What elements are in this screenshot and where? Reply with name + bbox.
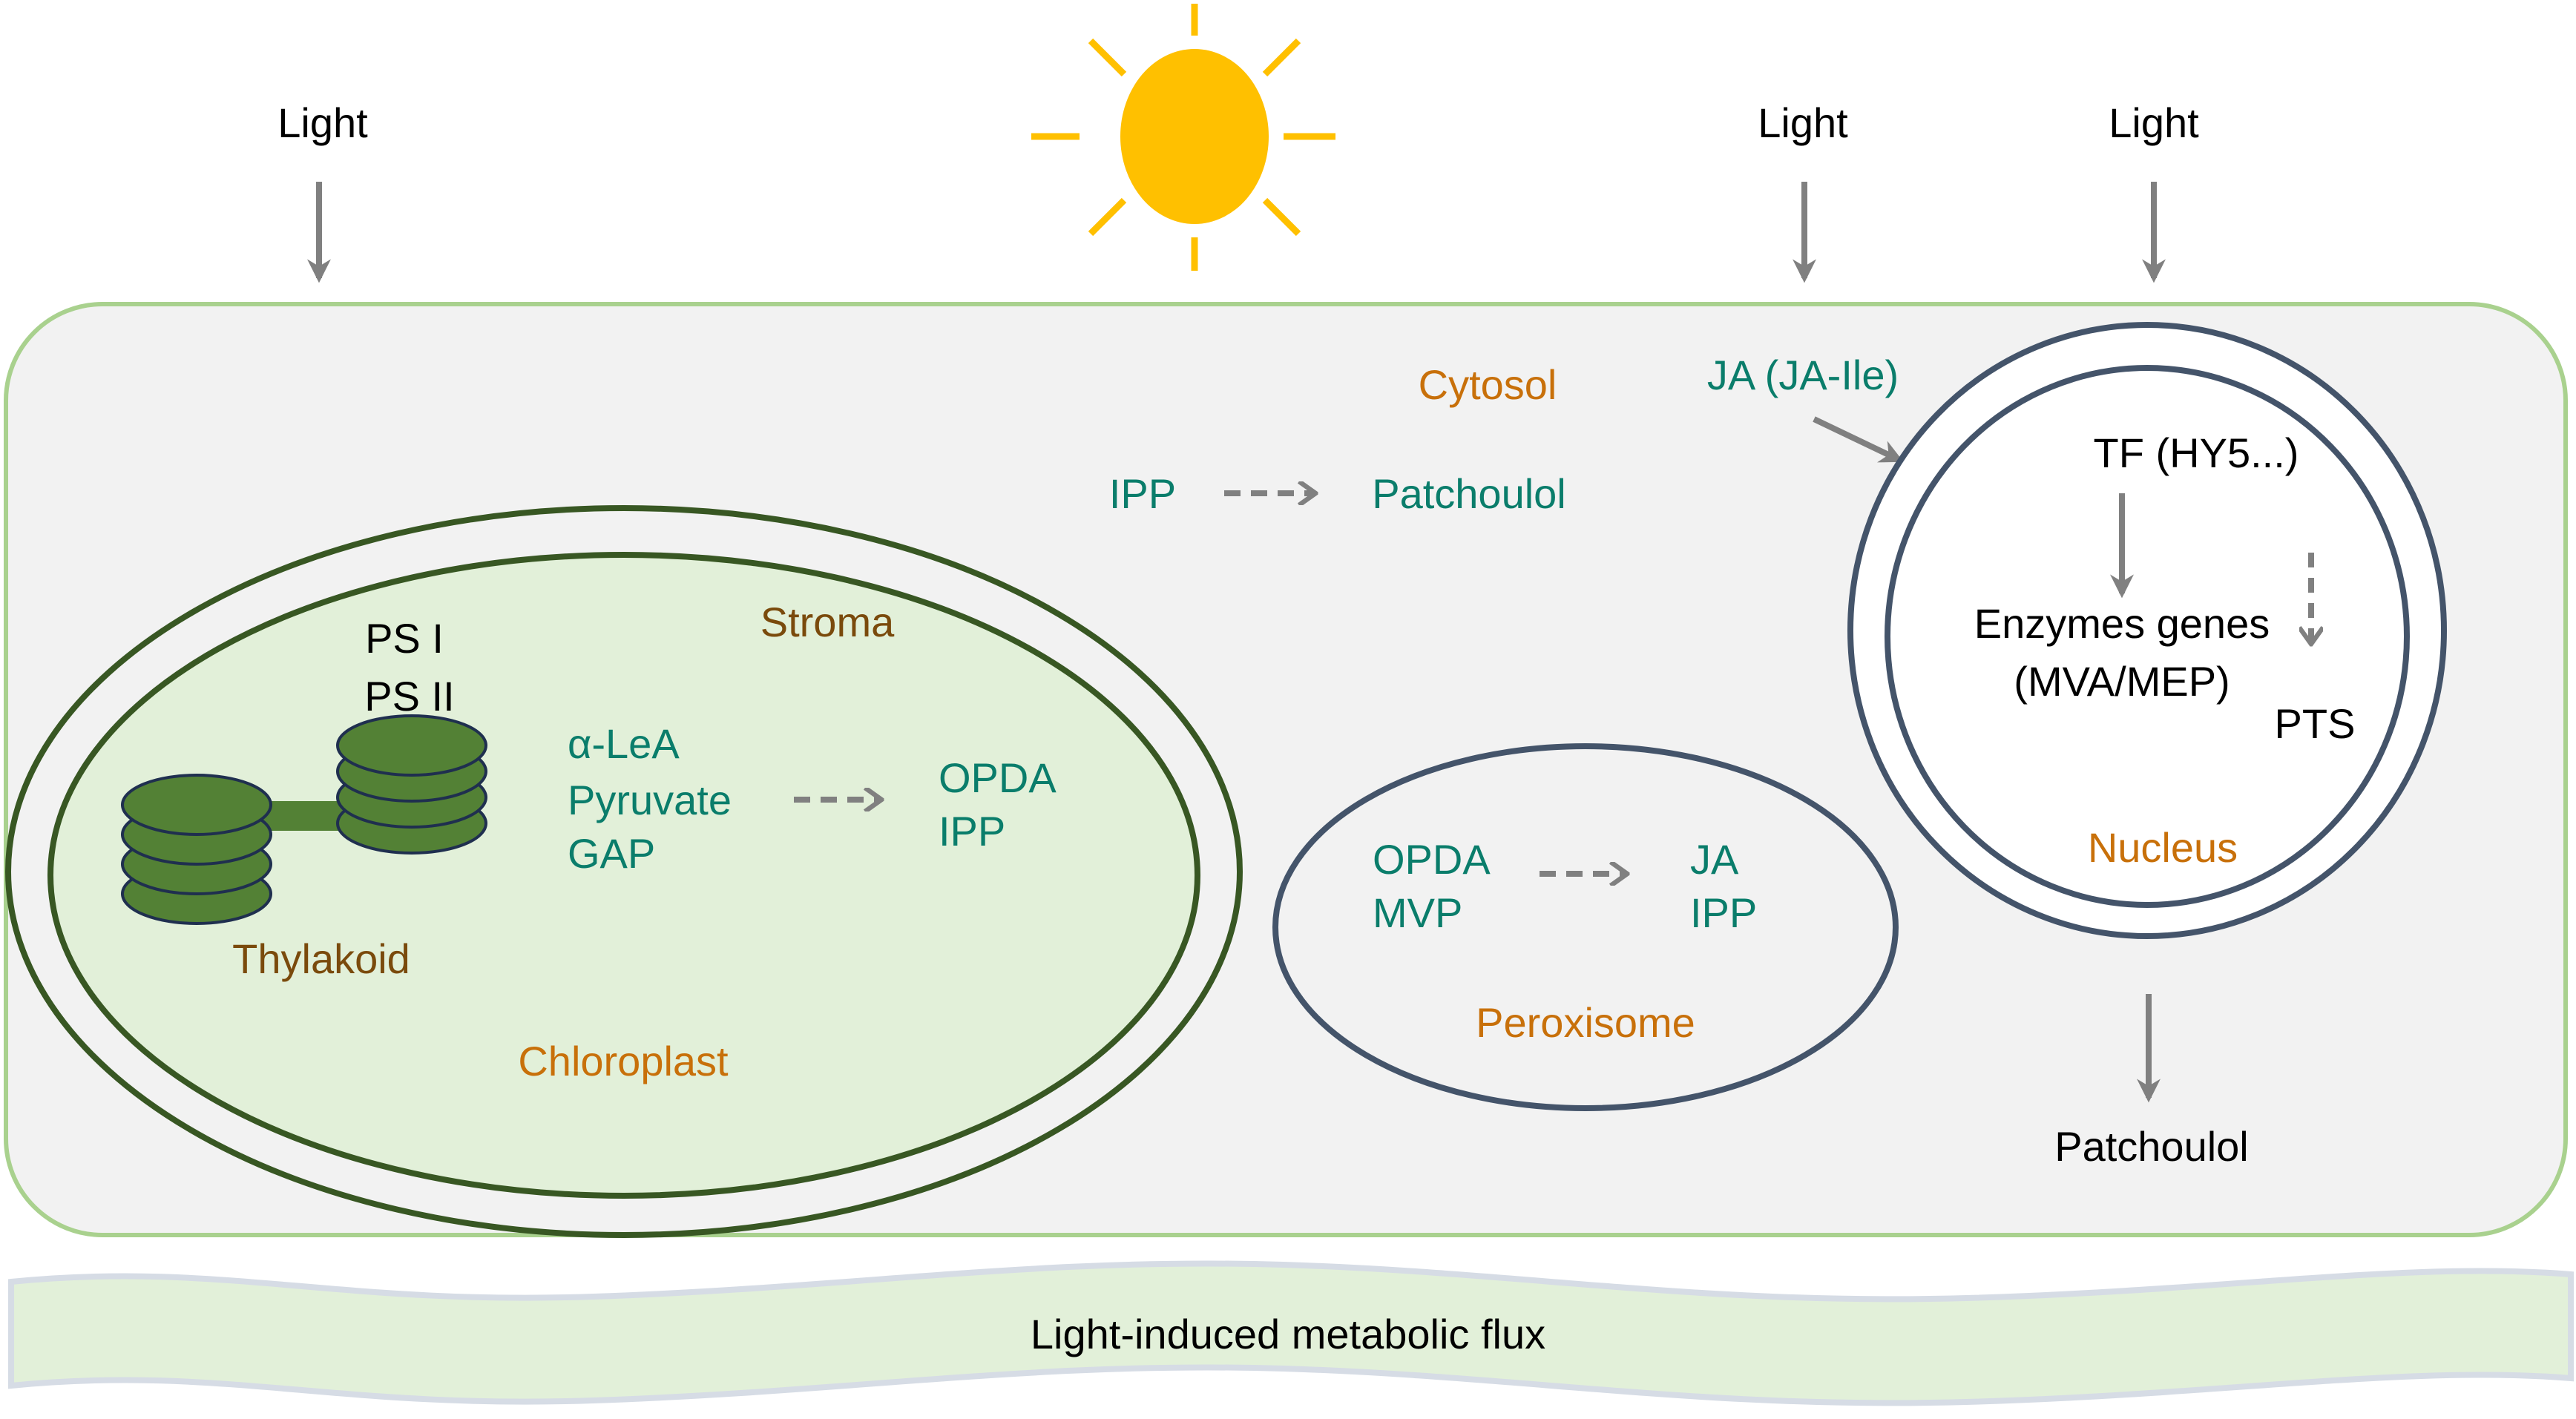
output-patchoulol: Patchoulol: [2054, 1123, 2249, 1170]
metabolic-flux-banner: [8, 1260, 2574, 1406]
nucleus: [1847, 322, 2447, 939]
banner-label: Light-induced metabolic flux: [1031, 1311, 1545, 1357]
ja-to-nucleus-arrow: [1813, 416, 1904, 463]
light-label-right: Light: [2109, 99, 2199, 146]
ps1-label: PS I: [365, 615, 444, 662]
light-label-left: Light: [277, 99, 368, 146]
thylakoid-label: Thylakoid: [232, 935, 410, 982]
ja-signal-label: JA (JA-Ile): [1707, 352, 1899, 398]
pts-label: PTS: [2275, 700, 2356, 747]
mva-mep-label: (MVA/MEP): [2014, 658, 2230, 705]
peroxisome-opda: OPDA: [1373, 836, 1491, 883]
substrate-pyruvate: Pyruvate: [568, 777, 732, 823]
nucleus-label: Nucleus: [2088, 824, 2238, 871]
chloroplast: [5, 505, 1243, 1238]
peroxisome-mvp: MVP: [1373, 889, 1462, 936]
peroxisome-label: Peroxisome: [1476, 999, 1695, 1046]
cytosol-ipp: IPP: [1109, 470, 1176, 517]
product-ipp: IPP: [939, 808, 1005, 855]
tf-label: TF (HY5...): [2094, 429, 2299, 476]
thylakoid-icon: [121, 714, 487, 925]
chloroplast-label: Chloroplast: [518, 1038, 729, 1084]
cytosol-patchoulol: Patchoulol: [1372, 470, 1566, 517]
peroxisome: [1272, 743, 1899, 1111]
ps2-label: PS II: [364, 673, 454, 720]
peroxisome-ipp: IPP: [1690, 889, 1757, 936]
sun-icon: [1031, 4, 1335, 271]
substrate-alpha-lea: α-LeA: [568, 720, 680, 767]
product-opda: OPDA: [939, 754, 1057, 801]
stroma-label: Stroma: [760, 599, 895, 645]
cytosol-label: Cytosol: [1419, 361, 1557, 408]
enzyme-genes-label: Enzymes genes: [1974, 600, 2270, 647]
substrate-gap: GAP: [568, 830, 655, 877]
light-label-mid: Light: [1758, 99, 1848, 146]
peroxisome-ja: JA: [1690, 836, 1739, 883]
